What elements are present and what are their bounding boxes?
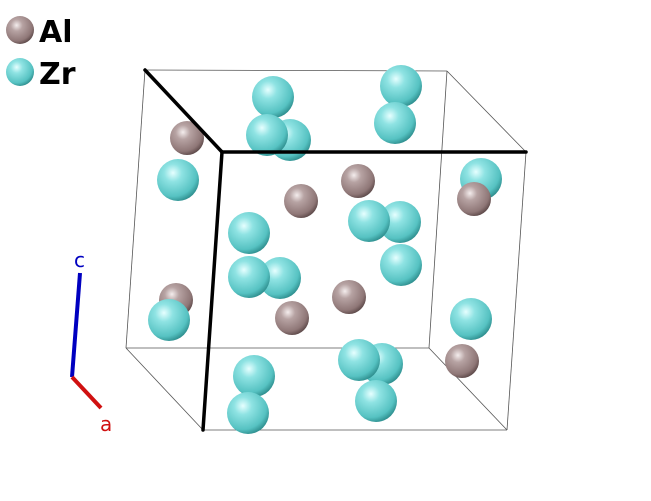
- legend-zr-swatch: [6, 58, 34, 86]
- atom-al: [445, 344, 479, 378]
- atom-zr: [228, 256, 270, 298]
- atom-al: [341, 164, 375, 198]
- atom-zr: [227, 392, 269, 434]
- atom-zr: [374, 102, 416, 144]
- cell-edge: [428, 70, 448, 349]
- atom-zr: [379, 201, 421, 243]
- cell-edge: [446, 70, 527, 153]
- axis-a-line: [70, 375, 103, 410]
- cell-edge: [125, 347, 204, 431]
- atom-zr: [380, 244, 422, 286]
- unit-cell-axis-edges: [143, 68, 528, 432]
- legend-zr-label: Zr: [39, 57, 76, 92]
- atom-zr: [252, 76, 294, 118]
- atom-zr: [338, 339, 380, 381]
- atom-zr: [380, 65, 422, 107]
- axis-a-label: a: [100, 412, 112, 436]
- cell-axis-edge: [143, 68, 224, 154]
- atom-zr: [259, 257, 301, 299]
- legend-al-label: Al: [39, 15, 73, 50]
- cell-edge: [506, 151, 527, 431]
- atoms: [148, 65, 502, 434]
- cell-edge: [125, 69, 146, 349]
- atom-zr: [246, 114, 288, 156]
- legend: Al Zr: [6, 15, 76, 92]
- atom-zr: [157, 159, 199, 201]
- legend-al-swatch: [6, 16, 34, 44]
- cell-edge: [428, 347, 508, 431]
- axis-c-label: c: [74, 248, 85, 272]
- atom-zr: [348, 200, 390, 242]
- atom-al: [284, 184, 318, 218]
- atom-zr: [233, 355, 275, 397]
- atom-zr: [450, 298, 492, 340]
- axis-triad: c a: [70, 248, 112, 436]
- atom-zr: [355, 380, 397, 422]
- axis-c-line: [70, 272, 82, 378]
- cell-axis-edge: [201, 150, 224, 432]
- atom-zr: [148, 299, 190, 341]
- unit-cell-back-edges: [125, 69, 527, 431]
- atom-zr: [228, 212, 270, 254]
- atom-al: [170, 121, 204, 155]
- atom-al: [275, 301, 309, 335]
- atom-al: [457, 182, 491, 216]
- atom-al: [332, 280, 366, 314]
